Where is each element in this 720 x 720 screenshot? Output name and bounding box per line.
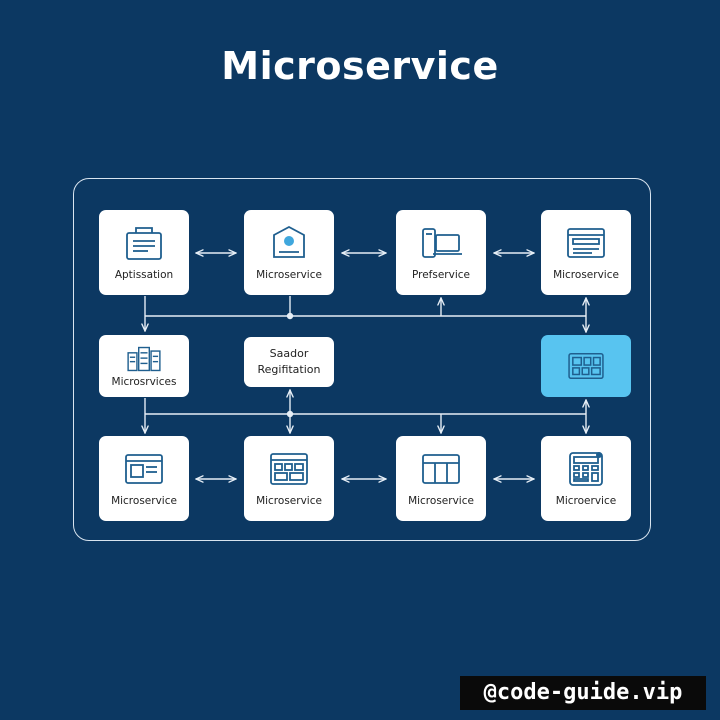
node-microservice-2: Microservice — [541, 210, 631, 295]
node-microservice-1: Microservice — [244, 210, 334, 295]
document-icon — [126, 227, 162, 260]
calculator-icon — [569, 452, 603, 486]
layout-panel-icon — [422, 454, 460, 484]
browser-window-icon — [125, 454, 163, 484]
node-label: Microservice — [408, 495, 474, 507]
node-microervice: Microervice — [541, 436, 631, 521]
diagram-title: Microservice — [221, 44, 499, 88]
shield-icon — [273, 225, 305, 258]
node-saador-regifitation: Saador Regifitation — [244, 337, 334, 387]
devices-icon — [422, 228, 462, 258]
node-label: Microervice — [555, 495, 617, 507]
node-label: Microservice — [553, 269, 619, 281]
node-highlighted-dashboard — [541, 335, 631, 397]
browser-window-icon — [567, 228, 605, 258]
node-label: Microservice — [256, 495, 322, 507]
node-label: Microsrvices — [111, 375, 177, 388]
node-label: Microservice — [256, 269, 322, 281]
grid-window-icon — [270, 453, 308, 485]
node-label: Prefservice — [411, 269, 470, 281]
node-microservice-5: Microservice — [396, 436, 486, 521]
node-microsrvices: Microsrvices — [99, 335, 189, 397]
watermark: @code-guide.vip — [460, 676, 706, 710]
node-microservice-4: Microservice — [244, 436, 334, 521]
diagram-frame — [73, 178, 651, 541]
node-label: Aptissation — [114, 269, 174, 281]
node-aptissation: Aptissation — [99, 210, 189, 295]
node-prefservice: Prefservice — [396, 210, 486, 295]
node-microservice-3: Microservice — [99, 436, 189, 521]
node-label: Saador Regifitation — [257, 347, 321, 376]
node-label: Microservice — [111, 495, 177, 507]
server-rack-icon — [127, 346, 161, 371]
dashboard-icon — [568, 353, 604, 379]
